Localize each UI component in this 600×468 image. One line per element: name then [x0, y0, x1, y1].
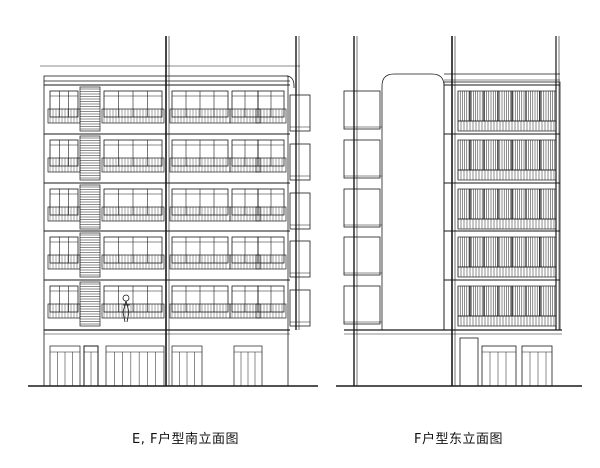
- louver-slats: [80, 137, 100, 179]
- balcony-railing: [101, 303, 165, 319]
- balcony-railing: [457, 315, 557, 327]
- side-balcony: [343, 285, 381, 325]
- balcony-railing: [457, 266, 557, 278]
- louver-slats: [80, 88, 100, 130]
- window-frame: [49, 236, 79, 264]
- storefront-frame: [105, 345, 165, 387]
- side-balcony: [289, 143, 311, 181]
- balcony-railing: [229, 206, 261, 222]
- railing-bars: [457, 219, 555, 229]
- balcony-railing: [229, 108, 261, 124]
- side-balcony: [289, 192, 311, 230]
- grille-bars: [457, 140, 556, 170]
- floor-windows: [47, 184, 287, 230]
- ground-floor-openings: [459, 337, 553, 387]
- window-frame: [49, 188, 79, 216]
- grille-screen: [457, 188, 557, 220]
- south-elevation-drawing: [28, 36, 318, 387]
- balcony-railing: [255, 254, 287, 270]
- side-balcony: [343, 139, 381, 179]
- human-figure: [122, 294, 130, 323]
- storefront-frame: [521, 345, 553, 387]
- side-balcony: [343, 90, 381, 130]
- window-frame: [49, 90, 79, 118]
- balcony-railing: [229, 303, 261, 319]
- facade-floor: [444, 133, 560, 181]
- side-balcony: [289, 289, 311, 327]
- side-balcony: [343, 236, 381, 276]
- balcony-railing: [101, 206, 165, 222]
- floor-windows: [47, 86, 287, 132]
- rounded-core: [381, 73, 445, 330]
- facade-floor: [444, 84, 560, 132]
- balcony-railing: [255, 303, 287, 319]
- grille-bars: [457, 91, 556, 121]
- balcony-railing: [101, 108, 165, 124]
- balcony-railing: [229, 157, 261, 173]
- entrance-door: [459, 337, 479, 387]
- railing-bars: [457, 316, 555, 326]
- south-elevation-caption: E, F户型南立面图: [132, 432, 239, 447]
- entrance-door: [83, 345, 99, 387]
- louver-slats: [80, 186, 100, 228]
- grille-screen: [457, 236, 557, 268]
- floor-windows: [47, 232, 287, 278]
- grille-screen: [457, 139, 557, 171]
- balcony-railing: [457, 169, 557, 181]
- balcony-railing: [457, 218, 557, 230]
- louver-slats: [80, 283, 100, 325]
- side-balcony: [343, 188, 381, 228]
- railing-bars: [457, 121, 555, 131]
- window-frame: [49, 285, 79, 313]
- balcony-railing: [255, 108, 287, 124]
- east-elevation-drawing: [336, 36, 582, 387]
- side-balcony: [289, 94, 311, 132]
- floor-windows: [47, 135, 287, 181]
- east-elevation-caption: F户型东立面图: [414, 432, 503, 447]
- grille-screen: [457, 285, 557, 317]
- roof-corner: [285, 75, 295, 88]
- balcony-railing: [255, 206, 287, 222]
- facade-floor: [444, 182, 560, 230]
- balcony-railing: [255, 157, 287, 173]
- louver-slats: [80, 234, 100, 276]
- facade-floor: [444, 230, 560, 278]
- balcony-railing: [101, 157, 165, 173]
- ground-floor-storefronts: [49, 345, 263, 387]
- window-frame: [49, 139, 79, 167]
- balcony-railing: [229, 254, 261, 270]
- balcony-railing: [457, 120, 557, 132]
- side-balcony: [289, 240, 311, 278]
- railing-bars: [457, 267, 555, 277]
- balcony-railing: [101, 254, 165, 270]
- storefront-frame: [481, 345, 517, 387]
- railing-bars: [457, 170, 555, 180]
- floor-windows: [47, 281, 287, 327]
- facade-floor: [444, 279, 560, 327]
- grille-screen: [457, 90, 557, 122]
